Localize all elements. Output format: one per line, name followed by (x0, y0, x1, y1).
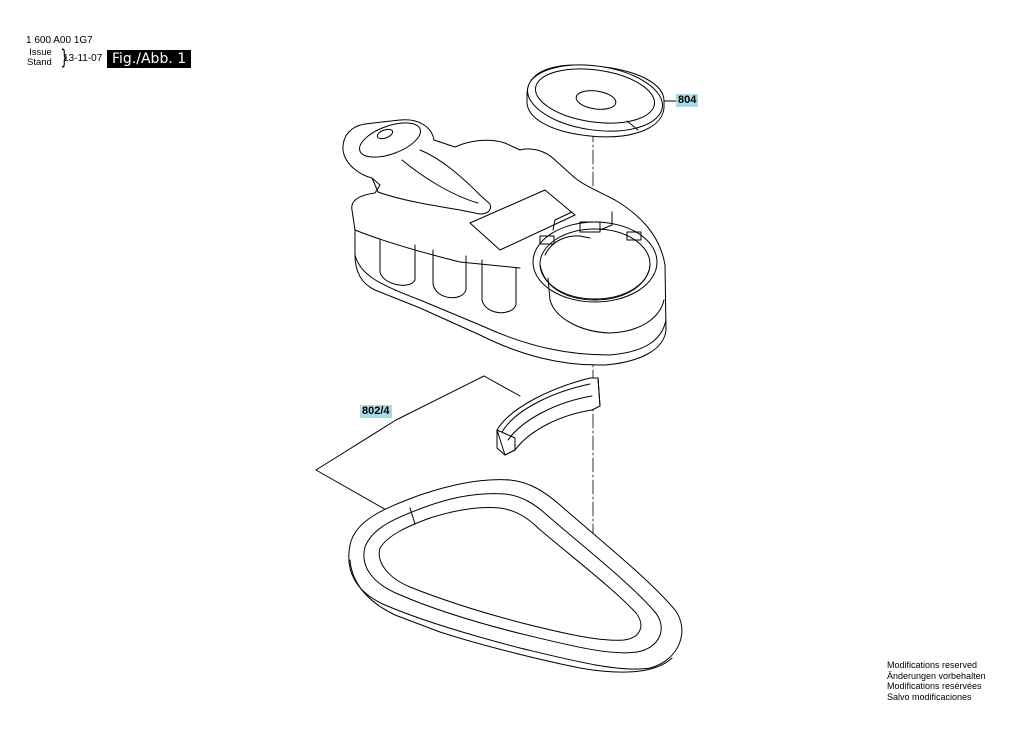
disk-part-804 (526, 64, 665, 138)
footer-line-en: Modifications reserved (887, 660, 978, 670)
seal-segment-802-4 (496, 377, 601, 456)
footer-line-fr: Modifications resérvées (887, 681, 982, 691)
callout-802-4: 802/4 (360, 405, 392, 418)
issue-label: Issue (29, 47, 52, 58)
gasket-ring (348, 479, 683, 673)
issue-stand-labels: Issue Stand (27, 48, 52, 68)
figure-label: Fig./Abb. 1 (107, 50, 192, 68)
leader-802-4 (315, 375, 521, 516)
modifications-notice: Modifications reserved Änderungen vorbeh… (887, 660, 986, 702)
footer-line-es: Salvo modificaciones (887, 691, 972, 702)
dust-extraction-housing (342, 119, 667, 366)
footer-line-de: Änderungen vorbehalten (887, 670, 986, 681)
part-number: 1 600 A00 1G7 (26, 35, 93, 46)
stand-label: Stand (27, 57, 52, 68)
issue-date: 13-11-07 (63, 53, 103, 64)
callout-804: 804 (676, 94, 699, 107)
brace-glyph: } (60, 45, 69, 69)
